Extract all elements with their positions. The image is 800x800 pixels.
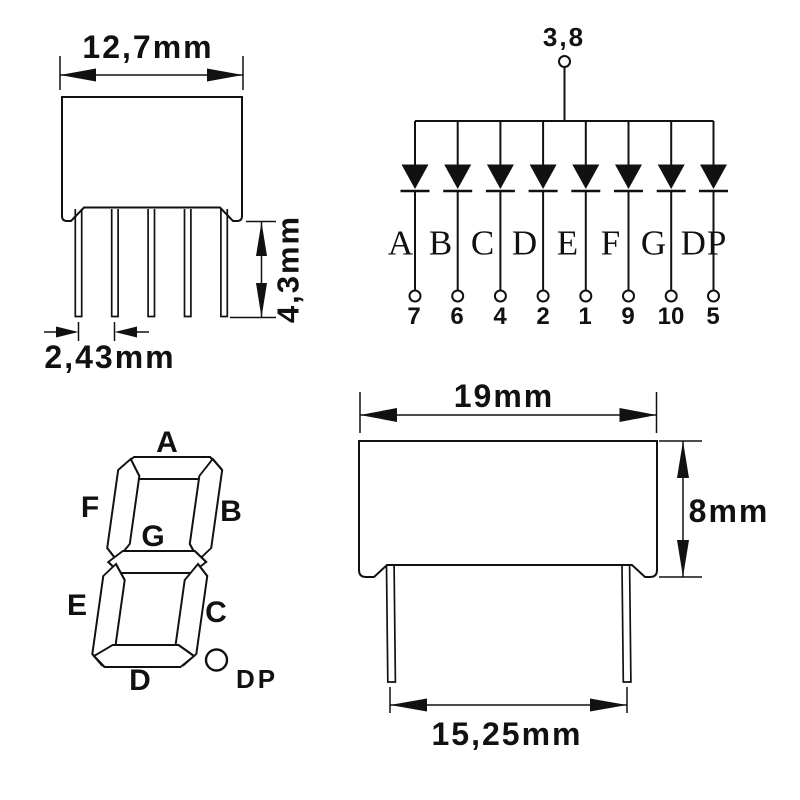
arrowhead-left — [390, 698, 427, 712]
package-pin — [385, 565, 397, 683]
schematic-segment-name: G — [640, 223, 668, 263]
arrowhead-right — [207, 68, 243, 82]
diode-icon — [444, 164, 472, 189]
side-view-drawing — [44, 56, 276, 341]
package-outline — [358, 440, 658, 578]
schematic-pin-number: 1 — [578, 303, 592, 330]
diode-icon — [700, 164, 727, 189]
dimension-width-19 — [359, 392, 658, 433]
package-pin — [621, 565, 632, 683]
pin-terminal — [664, 289, 678, 303]
diode-column-d — [528, 121, 558, 303]
package-pin — [147, 209, 156, 318]
diode-column-e — [571, 121, 601, 303]
schematic-pin-number: 10 — [657, 303, 685, 330]
segment-b-label: B — [220, 495, 242, 528]
diode-column-c — [485, 121, 515, 303]
dimension-height-8 — [659, 440, 702, 578]
schematic-pin-number: 2 — [536, 303, 550, 330]
front-view-height-label: 8mm — [688, 493, 770, 529]
arrowhead-up — [256, 222, 267, 256]
segment-layout-digit — [91, 456, 229, 672]
side-view-pin-length-label: 4,3mm — [270, 214, 306, 324]
side-view-pin-pitch-label: 2,43mm — [44, 339, 176, 375]
segment-f-label: F — [80, 491, 100, 524]
package-pin — [183, 209, 192, 318]
pinout-schematic — [400, 55, 728, 303]
schematic-segment-name: C — [470, 223, 496, 263]
diode-icon — [401, 164, 429, 189]
diode-column-a — [400, 121, 430, 303]
decimal-point-shape — [204, 648, 229, 672]
schematic-pin-number: 6 — [450, 303, 464, 330]
arrowhead-right — [619, 408, 657, 422]
package-pin — [110, 209, 119, 318]
segment-c-label: C — [205, 596, 227, 629]
diode-icon — [529, 164, 557, 189]
front-view-drawing — [358, 392, 702, 713]
arrowhead-left — [114, 326, 137, 338]
pin-terminal — [408, 289, 422, 303]
schematic-segment-name: D — [511, 223, 539, 263]
schematic-pin-number: 9 — [621, 303, 635, 330]
common-pin-label: 3,8 — [542, 22, 586, 52]
pin-terminal — [579, 289, 593, 303]
arrowhead-right — [590, 698, 627, 712]
segment-e-label: E — [66, 589, 88, 622]
segment-g-label: G — [141, 520, 165, 553]
pin-terminal — [536, 289, 550, 303]
diode-column-b — [443, 121, 473, 303]
segment-d-label: D — [129, 664, 151, 697]
diode-column-g — [656, 121, 686, 303]
segment-f-shape — [106, 457, 141, 562]
segment-dp-label: DP — [235, 664, 279, 694]
pin-terminal — [451, 289, 465, 303]
diode-icon — [572, 164, 600, 189]
diode-icon — [615, 164, 642, 189]
schematic-segment-name: B — [428, 223, 454, 263]
arrowhead-down — [256, 283, 267, 318]
schematic-pin-number: 5 — [706, 303, 720, 330]
arrowhead-down — [677, 540, 689, 577]
diode-icon — [657, 164, 685, 189]
arrowhead-left — [60, 68, 96, 82]
schematic-segment-name: E — [556, 223, 580, 263]
diode-icon — [486, 164, 514, 189]
pin-terminal — [622, 289, 635, 303]
side-view-width-label: 12,7mm — [82, 29, 214, 65]
schematic-segment-name: A — [387, 223, 415, 263]
dimension-pin-span-15-25 — [389, 687, 628, 713]
schematic-segment-name: DP — [680, 223, 728, 263]
arrowhead-right — [56, 326, 79, 338]
schematic-pin-number: 7 — [407, 303, 421, 330]
dimension-width-12-7 — [59, 56, 244, 90]
schematic-segment-name: F — [600, 223, 622, 263]
diode-column-dp — [699, 121, 728, 303]
pin-terminal — [493, 289, 507, 303]
front-view-pin-span-label: 15,25mm — [431, 716, 583, 752]
package-pin — [220, 209, 229, 318]
front-view-width-label: 19mm — [453, 378, 555, 414]
diode-column-f — [614, 121, 643, 303]
segment-a-label: A — [156, 426, 178, 459]
arrowhead-up — [677, 441, 689, 478]
package-pin — [74, 209, 83, 318]
segment-d-shape — [92, 644, 196, 668]
common-anode-terminal — [558, 55, 571, 68]
schematic-pin-number: 4 — [493, 303, 507, 330]
dimension-pin-length-4-3 — [230, 220, 276, 319]
pin-terminal — [707, 289, 720, 303]
arrowhead-left — [360, 408, 397, 422]
package-outline — [61, 96, 243, 222]
dimension-pin-pitch-2-43 — [44, 322, 149, 341]
